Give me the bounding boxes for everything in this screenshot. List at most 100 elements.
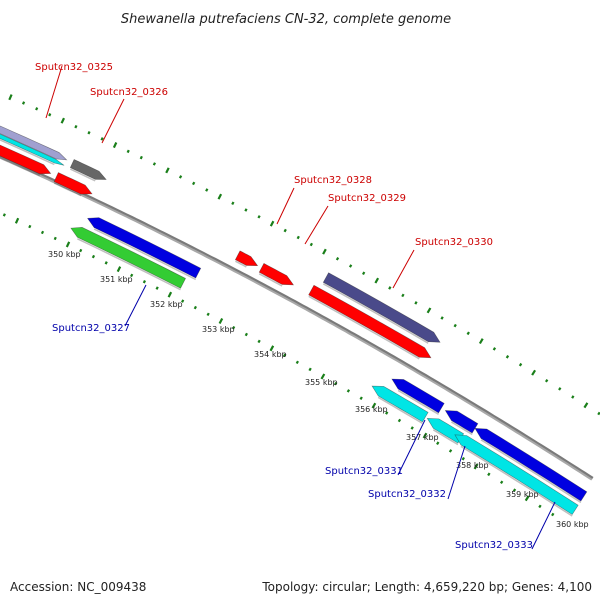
outer-tick — [257, 215, 261, 219]
inner-tick — [295, 360, 299, 365]
leader-line — [392, 249, 415, 289]
leader-line — [447, 445, 466, 500]
leader-line — [397, 419, 426, 476]
gene-0331-shadow — [377, 396, 423, 425]
gene-0327-shadow — [77, 238, 181, 291]
inner-tick — [142, 280, 146, 284]
inner-tick — [193, 305, 197, 310]
gene-0326 — [69, 159, 107, 180]
outer-tick — [139, 155, 143, 160]
inner-tick — [473, 463, 479, 470]
outer-tick — [558, 387, 562, 391]
gene-label: Sputcn32_0332 — [368, 489, 446, 500]
scale-label: 351 kbp — [100, 275, 133, 284]
outer-tick — [269, 220, 275, 227]
gene-label: Sputcn32_0330 — [415, 237, 493, 248]
inner-tick — [28, 224, 32, 229]
gene-0329-shadow — [258, 273, 283, 287]
inner-tick — [257, 339, 261, 344]
leader-line — [101, 98, 125, 144]
outer-tick — [453, 323, 457, 328]
outer-tick — [478, 338, 484, 345]
outer-tick — [518, 362, 523, 367]
gene-0327 — [70, 227, 186, 289]
inner-tick — [385, 411, 389, 415]
outer-tick — [348, 264, 353, 268]
inner-tick — [397, 418, 402, 423]
gene-label: Sputcn32_0327 — [52, 323, 130, 334]
outer-tick — [544, 378, 549, 383]
gene-0325-red-shadow — [0, 156, 41, 177]
outer-tick — [531, 369, 537, 376]
gene-label: Sputcn32_0326 — [90, 87, 168, 98]
outer-tick — [87, 131, 91, 135]
backbone-line — [0, 154, 594, 480]
gene-0331 — [371, 385, 429, 423]
gene-0327-blue-shadow — [93, 228, 197, 281]
gene-0327-blue — [87, 217, 202, 279]
inner-tick — [436, 441, 440, 445]
outer-tick — [192, 181, 196, 186]
inner-tick — [79, 248, 83, 253]
scale-label: 353 kbp — [202, 325, 235, 334]
gene-0326-red-shadow — [53, 182, 82, 197]
gene-0328 — [234, 250, 259, 267]
inner-tick — [371, 402, 377, 409]
inner-tick — [65, 241, 71, 248]
outer-tick — [388, 286, 392, 290]
outer-tick — [8, 94, 13, 101]
inner-tick — [346, 389, 351, 393]
inner-tick — [512, 488, 517, 492]
inner-tick — [231, 325, 236, 330]
outer-tick — [362, 271, 366, 276]
gene-0332-blue-shadow — [451, 421, 473, 436]
inner-tick — [308, 367, 312, 372]
inner-tick — [181, 299, 185, 303]
scale-label: 359 kbp — [506, 490, 539, 499]
scale-label: 354 kbp — [254, 350, 287, 359]
outer-tick — [505, 355, 510, 359]
gene-0330-red — [308, 284, 432, 359]
outer-tick — [374, 277, 380, 284]
inner-tick — [218, 317, 224, 325]
gene-0332-shadow — [432, 429, 459, 446]
outer-tick — [414, 301, 418, 305]
inner-tick — [499, 480, 504, 485]
tick-rows — [2, 94, 600, 517]
accession-text: Accession: NC_009438 — [10, 580, 147, 594]
outer-tick — [426, 307, 432, 314]
inner-tick — [116, 266, 122, 273]
gene-0333 — [454, 434, 579, 515]
inner-tick — [551, 512, 555, 517]
inner-tick — [40, 230, 45, 235]
inner-tick — [104, 261, 108, 265]
gene-0325-lavender — [0, 125, 68, 161]
outer-tick — [322, 248, 327, 255]
outer-tick — [152, 162, 156, 166]
inner-tick — [206, 312, 210, 317]
gene-0331-blue — [391, 378, 445, 414]
outer-tick — [60, 117, 65, 124]
scale-label: 357 kbp — [406, 433, 439, 442]
inner-tick — [130, 273, 134, 278]
outer-tick — [178, 175, 183, 179]
leader-line — [45, 65, 63, 119]
inner-tick — [167, 291, 173, 298]
gene-label: Sputcn32_0325 — [35, 62, 113, 73]
backbone-layer — [0, 154, 594, 481]
gene-0326-shadow — [69, 168, 96, 182]
outer-tick — [100, 137, 104, 141]
leader-line — [304, 205, 329, 245]
inner-tick — [359, 396, 363, 400]
inner-tick — [410, 426, 414, 430]
outer-tick — [244, 208, 248, 212]
outer-tick — [335, 257, 340, 261]
backbone-line — [0, 156, 593, 481]
outer-tick — [283, 228, 287, 233]
outer-tick — [440, 316, 444, 320]
outer-tick — [583, 402, 589, 409]
gene-0329 — [258, 263, 295, 286]
leader-line — [124, 284, 147, 327]
gene-0333-blue-shadow — [480, 439, 582, 504]
genome-summary-text: Topology: circular; Length: 4,659,220 bp… — [262, 580, 592, 594]
